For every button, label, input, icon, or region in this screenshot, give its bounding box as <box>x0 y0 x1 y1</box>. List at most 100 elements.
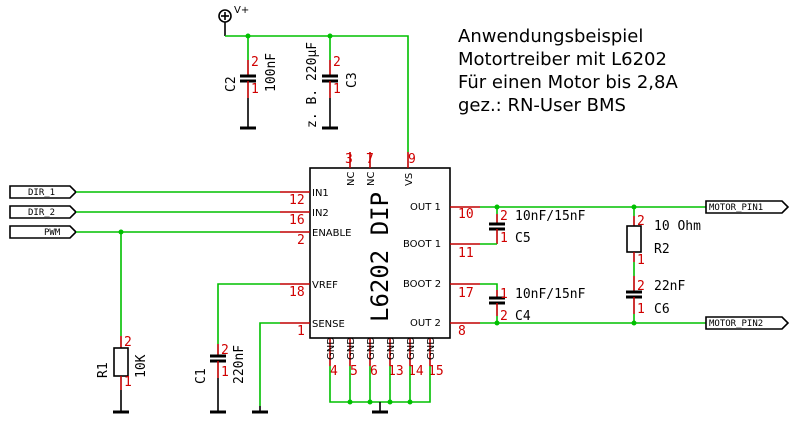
ic-pin-right-3-name: BOOT 2 <box>403 279 441 290</box>
r2-value: 10 Ohm <box>654 219 701 234</box>
capacitor-c2: 2 1 C2 100nF <box>224 53 279 130</box>
ic-l6202: L6202 DIP 3 7 9 NC NC VS 12 16 2 18 1 IN… <box>280 152 480 379</box>
c3-pin-1: 1 <box>333 82 341 97</box>
ic-pin-bottom-4: 13 <box>388 364 404 379</box>
ic-name: L6202 DIP <box>366 192 394 322</box>
ic-pin-right-4: 8 <box>458 324 466 339</box>
c1-pin-2: 2 <box>221 343 229 358</box>
ic-pin-left-3: 2 <box>297 233 305 248</box>
port-motor2: MOTOR_PIN2 <box>705 316 790 330</box>
ground-bus <box>329 366 431 414</box>
ic-pin-bottom-6: 15 <box>428 364 444 379</box>
port-dir1-label: DIR_1 <box>28 188 55 198</box>
port-motor1-label: MOTOR_PIN1 <box>709 203 763 213</box>
r1-pin-1: 1 <box>124 375 132 390</box>
supply-wires <box>225 33 409 152</box>
ic-pin-top-2-name: NC <box>366 172 377 186</box>
supply-label: V+ <box>234 5 249 16</box>
port-motor1: MOTOR_PIN1 <box>705 200 790 214</box>
c2-value: 100nF <box>264 53 279 92</box>
r2-ref: R2 <box>654 242 670 257</box>
ic-pin-bottom-1-name: GND <box>326 337 337 360</box>
ic-pin-left-4-name: VREF <box>312 280 338 291</box>
ic-pin-right-1-name: OUT 1 <box>410 202 441 213</box>
port-pwm-label: PWM <box>44 228 61 238</box>
ic-pin-left-5-name: SENSE <box>312 319 345 330</box>
port-dir2-label: DIR_2 <box>28 208 55 218</box>
ic-pin-right-4-name: OUT 2 <box>410 318 441 329</box>
r2-pin-1: 1 <box>637 253 645 268</box>
c3-ref: C3 <box>345 72 360 88</box>
port-pwm: PWM <box>9 225 280 336</box>
title-block: Anwendungsbeispiel Motortreiber mit L620… <box>458 26 678 116</box>
capacitor-c3: 2 1 z. B. 220µF C3 <box>305 42 360 130</box>
ic-pin-top-3-name: VS <box>404 173 415 186</box>
c1-value: 220nF <box>232 345 247 384</box>
port-motor2-label: MOTOR_PIN2 <box>709 319 763 329</box>
r2-pin-2: 2 <box>637 214 645 229</box>
ic-pin-left-1: 12 <box>289 193 305 208</box>
r1-value: 10K <box>134 354 149 378</box>
ic-pin-top-1: 3 <box>345 152 353 167</box>
ic-pin-top-1-name: NC <box>346 172 357 186</box>
c3-value: z. B. 220µF <box>305 42 320 128</box>
title-line-1: Anwendungsbeispiel <box>458 26 643 47</box>
supply-symbol: V+ <box>218 5 249 36</box>
ic-pin-bottom-5-name: GND <box>406 337 417 360</box>
c4-value: 10nF/15nF <box>515 287 586 302</box>
ic-pin-top-3: 9 <box>408 152 416 167</box>
ic-body <box>309 167 451 339</box>
ic-pin-bottom-6-name: GND <box>426 337 437 360</box>
c5-pin-1: 1 <box>500 231 508 246</box>
ic-pin-bottom-4-name: GND <box>386 337 397 360</box>
ic-pin-right-2-name: BOOT 1 <box>403 239 441 250</box>
capacitor-c1: 2 1 C1 220nF <box>194 283 280 414</box>
c4-ref: C4 <box>515 309 531 324</box>
port-dir1: DIR_1 <box>9 185 280 199</box>
c2-ref: C2 <box>224 76 239 92</box>
c1-ref: C1 <box>194 368 209 384</box>
c5-pin-2: 2 <box>500 209 508 224</box>
c6-pin-2: 2 <box>637 279 645 294</box>
capacitor-c6: 2 1 22nF C6 <box>626 276 685 326</box>
ic-pin-bottom-2: 5 <box>350 364 358 379</box>
ic-pin-left-5: 1 <box>297 324 305 339</box>
c3-pin-2: 2 <box>333 55 341 70</box>
c4-pin-2: 2 <box>500 309 508 324</box>
c2-pin-2: 2 <box>251 55 259 70</box>
ic-pin-bottom-3-name: GND <box>366 337 377 360</box>
ic-pin-bottom-5: 14 <box>408 364 424 379</box>
ic-pin-right-2: 11 <box>458 246 474 261</box>
ic-pin-right-1: 10 <box>458 207 474 222</box>
ic-pin-top-2: 7 <box>366 152 374 167</box>
r1-ref: R1 <box>96 362 111 378</box>
ic-pin-left-1-name: IN1 <box>312 188 329 199</box>
c6-ref: C6 <box>654 302 670 317</box>
ic-pin-left-2: 16 <box>289 213 305 228</box>
r1-pin-2: 2 <box>124 335 132 350</box>
capacitor-c5: 2 1 10nF/15nF C5 <box>480 204 706 246</box>
c6-value: 22nF <box>654 279 685 294</box>
title-line-4: gez.: RN-User BMS <box>458 95 626 116</box>
c1-pin-1: 1 <box>221 365 229 380</box>
resistor-r1: 2 1 R1 10K <box>96 335 149 414</box>
ic-pin-bottom-2-name: GND <box>346 337 357 360</box>
ic-pin-right-3: 17 <box>458 286 474 301</box>
ic-pin-left-4: 18 <box>289 285 305 300</box>
c6-pin-1: 1 <box>637 302 645 317</box>
port-dir2: DIR_2 <box>9 205 280 219</box>
c4-pin-1: 1 <box>500 287 508 302</box>
c5-value: 10nF/15nF <box>515 209 586 224</box>
ic-pin-bottom-3: 6 <box>370 364 378 379</box>
ic-pin-left-3-name: ENABLE <box>312 228 351 239</box>
sense-ground <box>252 322 280 414</box>
resistor-r2: 2 1 10 Ohm R2 <box>626 204 701 276</box>
title-line-2: Motortreiber mit L6202 <box>458 49 667 70</box>
ic-pin-left-2-name: IN2 <box>312 208 329 219</box>
title-line-3: Für einen Motor bis 2,8A <box>458 72 678 93</box>
c2-pin-1: 1 <box>251 82 259 97</box>
ic-pin-bottom-1: 4 <box>330 364 338 379</box>
capacitor-c4: 1 2 10nF/15nF C4 <box>480 283 706 326</box>
c5-ref: C5 <box>515 231 531 246</box>
